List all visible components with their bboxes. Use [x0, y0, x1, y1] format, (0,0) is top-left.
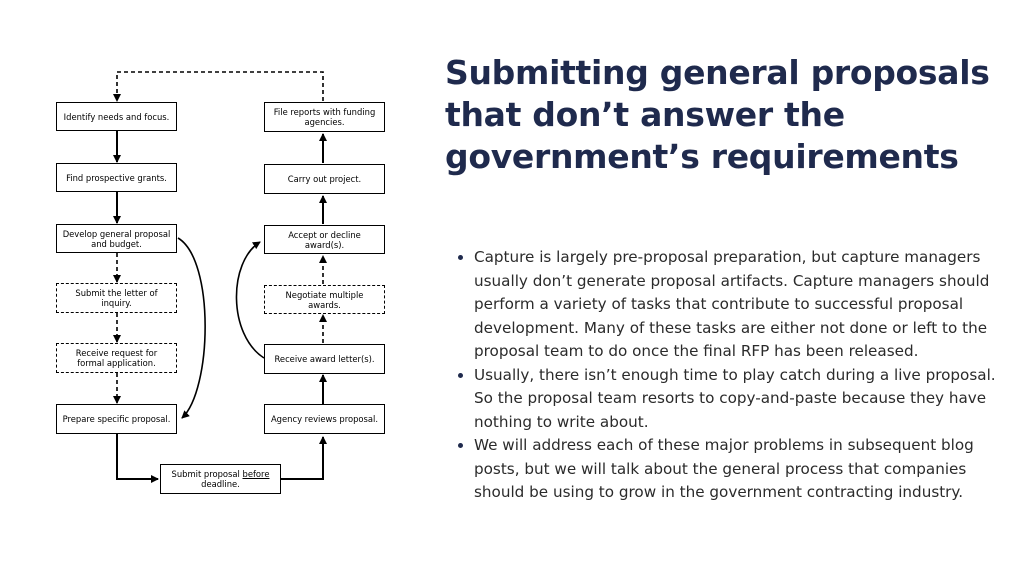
step-develop-proposal: Develop general proposal and budget.: [56, 224, 177, 253]
slide-title: Submitting general proposals that don’t …: [445, 53, 990, 176]
step-negotiate-awards: Negotiate multiple awards.: [264, 285, 385, 314]
bullet-list: Capture is largely pre-proposal preparat…: [456, 246, 1019, 505]
submit-text-pre: Submit proposal: [171, 469, 243, 479]
step-submit-proposal: Submit proposal before deadline.: [160, 464, 281, 494]
step-agency-reviews: Agency reviews proposal.: [264, 404, 385, 434]
bullet-item: Capture is largely pre-proposal preparat…: [474, 246, 1019, 364]
step-file-reports: File reports with funding agencies.: [264, 102, 385, 132]
flowchart-connectors: [113, 71, 327, 483]
step-accept-decline: Accept or decline award(s).: [264, 225, 385, 254]
step-prepare-proposal: Prepare specific proposal.: [56, 404, 177, 434]
loop-back-arrow: [113, 71, 324, 102]
submit-text-post: deadline.: [201, 479, 240, 489]
step-receive-award-letter: Receive award letter(s).: [264, 344, 385, 374]
grant-process-flowchart: Identify needs and focus. Find prospecti…: [0, 0, 430, 576]
arrow-award-letter-to-accept-curve: [235, 241, 265, 359]
step-letter-of-inquiry: Submit the letter of inquiry.: [56, 283, 177, 313]
arrow-submit-to-agency: [281, 436, 327, 480]
step-receive-request: Receive request for formal application.: [56, 343, 177, 373]
bullet-item: We will address each of these major prob…: [474, 434, 1019, 505]
step-identify-needs: Identify needs and focus.: [56, 102, 177, 131]
bullet-item: Usually, there isn’t enough time to play…: [474, 364, 1019, 435]
submit-text-underlined: before: [242, 469, 270, 479]
arrow-prepare-to-submit: [116, 434, 159, 483]
step-find-grants: Find prospective grants.: [56, 163, 177, 192]
step-carry-out-project: Carry out project.: [264, 164, 385, 194]
arrow-develop-to-prepare-curve: [177, 237, 206, 419]
